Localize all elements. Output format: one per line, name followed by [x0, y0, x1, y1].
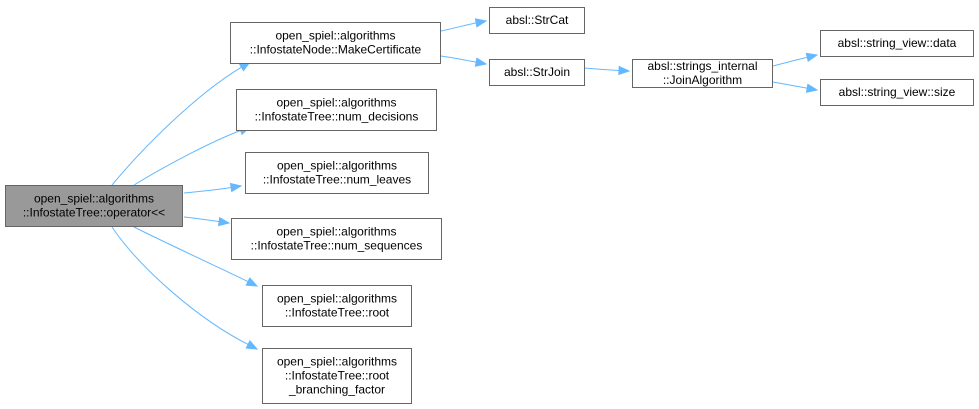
node-num-sequences[interactable]: open_spiel::algorithms::InfostateTree::n…	[231, 218, 442, 260]
arrowhead-icon	[245, 340, 259, 350]
node-make-certificate[interactable]: open_spiel::algorithms::InfostateNode::M…	[230, 22, 441, 64]
node-label: open_spiel::algorithms	[277, 355, 397, 369]
node-label: open_spiel::algorithms	[276, 225, 396, 239]
node-label: absl::string_view::data	[838, 36, 957, 50]
node-box[interactable]	[262, 348, 412, 404]
node-box[interactable]	[489, 59, 585, 86]
node-label: ::InfostateTree::num_leaves	[263, 173, 411, 187]
edge-line	[133, 226, 249, 283]
node-sv-data[interactable]: absl::string_view::data	[820, 30, 974, 57]
edge-line	[111, 66, 242, 186]
edge-root-to-num_decisions	[133, 126, 252, 186]
edge-join_algorithm-to-sv_data	[772, 52, 819, 67]
arrowhead-icon	[245, 277, 259, 287]
node-box[interactable]	[245, 152, 429, 194]
edge-root-to-root_branching_factor	[111, 226, 259, 350]
edge-str_join-to-join_algorithm	[583, 65, 631, 76]
edge-root-to-tree_root	[133, 226, 259, 287]
edge-make_certificate-to-str_cat	[440, 18, 488, 32]
node-sv-size[interactable]: absl::string_view::size	[820, 79, 974, 106]
node-label: absl::strings_internal	[647, 59, 757, 73]
node-str-join[interactable]: absl::StrJoin	[489, 59, 585, 86]
arrowhead-icon	[618, 65, 631, 76]
node-join-algorithm[interactable]: absl::strings_internal::JoinAlgorithm	[632, 59, 773, 88]
arrowhead-icon	[217, 216, 231, 227]
edge-line	[183, 216, 220, 223]
node-label: absl::StrJoin	[504, 65, 570, 79]
node-box[interactable]	[236, 89, 437, 131]
arrowhead-icon	[805, 52, 819, 63]
node-label: open_spiel::algorithms	[276, 96, 396, 110]
edge-join_algorithm-to-sv_size	[772, 81, 819, 93]
node-label: ::InfostateTree::num_sequences	[251, 239, 423, 253]
arrowhead-icon	[805, 83, 819, 93]
node-box[interactable]	[5, 185, 183, 227]
node-layer: open_spiel::algorithms::InfostateTree::o…	[5, 7, 974, 404]
node-box[interactable]	[820, 30, 974, 57]
node-box[interactable]	[230, 22, 441, 64]
node-str-cat[interactable]: absl::StrCat	[489, 7, 585, 34]
edge-line	[440, 55, 477, 63]
edge-line	[133, 130, 241, 186]
node-label: ::InfostateTree::root	[285, 369, 390, 383]
node-num-decisions[interactable]: open_spiel::algorithms::InfostateTree::n…	[236, 89, 437, 131]
node-label: open_spiel::algorithms	[277, 159, 397, 173]
node-label: ::InfostateTree::root	[285, 306, 390, 320]
edge-line	[183, 187, 232, 194]
node-root[interactable]: open_spiel::algorithms::InfostateTree::o…	[5, 185, 183, 227]
edge-layer	[111, 18, 819, 350]
arrowhead-icon	[474, 18, 488, 28]
node-label: open_spiel::algorithms	[275, 29, 395, 43]
node-label: ::InfostateTree::num_decisions	[255, 110, 419, 124]
node-label: ::JoinAlgorithm	[663, 73, 742, 87]
arrowhead-icon	[229, 182, 243, 193]
node-box[interactable]	[489, 7, 585, 34]
node-label: absl::string_view::size	[839, 85, 956, 99]
edge-make_certificate-to-str_join	[440, 55, 488, 67]
node-num-leaves[interactable]: open_spiel::algorithms::InfostateTree::n…	[245, 152, 429, 194]
edge-root-to-num_leaves	[183, 182, 243, 194]
edge-root-to-num_sequences	[183, 216, 231, 227]
edge-line	[111, 226, 249, 345]
node-box[interactable]	[262, 285, 412, 327]
node-box[interactable]	[231, 218, 442, 260]
edge-line	[772, 56, 808, 67]
arrowhead-icon	[474, 57, 488, 67]
node-label: ::InfostateNode::MakeCertificate	[250, 43, 422, 57]
node-root-branching-factor[interactable]: open_spiel::algorithms::InfostateTree::r…	[262, 348, 412, 404]
edge-line	[772, 81, 808, 89]
node-label: open_spiel::algorithms	[34, 192, 154, 206]
node-tree-root[interactable]: open_spiel::algorithms::InfostateTree::r…	[262, 285, 412, 327]
node-label: absl::StrCat	[506, 13, 569, 27]
node-label: open_spiel::algorithms	[277, 292, 397, 306]
edge-line	[583, 67, 620, 71]
node-box[interactable]	[820, 79, 974, 106]
node-box[interactable]	[632, 59, 773, 88]
node-label: ::InfostateTree::operator<<	[23, 206, 165, 220]
node-label: _branching_factor	[288, 383, 385, 397]
edge-line	[440, 22, 477, 32]
edge-root-to-make_certificate	[111, 61, 252, 186]
